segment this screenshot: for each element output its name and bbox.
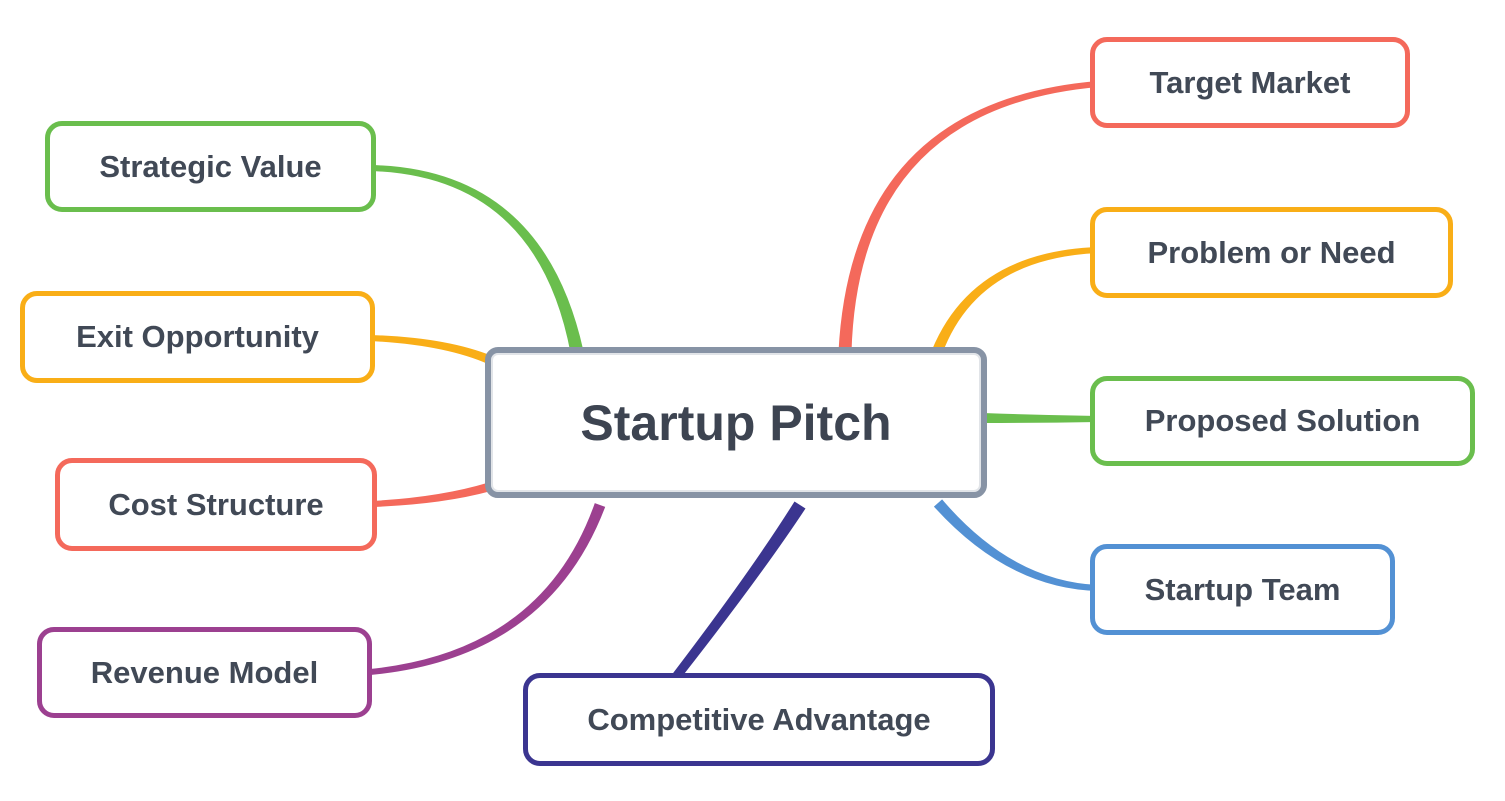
branch-curve-exit-opportunity: [369, 335, 492, 365]
node-competitive-advantage[interactable]: Competitive Advantage: [523, 673, 995, 766]
branch-curve-strategic-value: [369, 165, 584, 354]
node-label: Startup Team: [1144, 571, 1341, 607]
node-label: Target Market: [1149, 64, 1351, 100]
node-exit-opportunity[interactable]: Exit Opportunity: [20, 291, 375, 383]
branch-curve-revenue-model: [369, 503, 606, 675]
node-label: Revenue Model: [90, 654, 319, 690]
central-topic-label: Startup Pitch: [580, 394, 892, 451]
node-label: Cost Structure: [108, 486, 324, 522]
node-central-topic[interactable]: Startup Pitch: [485, 347, 987, 498]
node-label: Proposed Solution: [1144, 403, 1421, 438]
node-target-market[interactable]: Target Market: [1090, 37, 1410, 128]
branch-curve-startup-team: [933, 499, 1099, 591]
node-strategic-value[interactable]: Strategic Value: [45, 121, 376, 212]
node-problem-or-need[interactable]: Problem or Need: [1090, 207, 1453, 298]
branch-curve-proposed-solution: [982, 413, 1098, 423]
node-label: Strategic Value: [99, 148, 322, 184]
node-label: Problem or Need: [1147, 234, 1396, 270]
node-revenue-model[interactable]: Revenue Model: [37, 627, 372, 718]
branch-curve-competitive-advantage: [668, 501, 806, 685]
branch-curve-cost-structure: [370, 482, 491, 507]
node-proposed-solution[interactable]: Proposed Solution: [1090, 376, 1475, 466]
branch-curve-target-market: [838, 81, 1099, 353]
node-cost-structure[interactable]: Cost Structure: [55, 458, 377, 551]
node-label: Exit Opportunity: [76, 319, 319, 354]
node-label: Competitive Advantage: [587, 701, 931, 737]
node-startup-team[interactable]: Startup Team: [1090, 544, 1395, 635]
branch-curve-problem-or-need: [931, 247, 1099, 354]
